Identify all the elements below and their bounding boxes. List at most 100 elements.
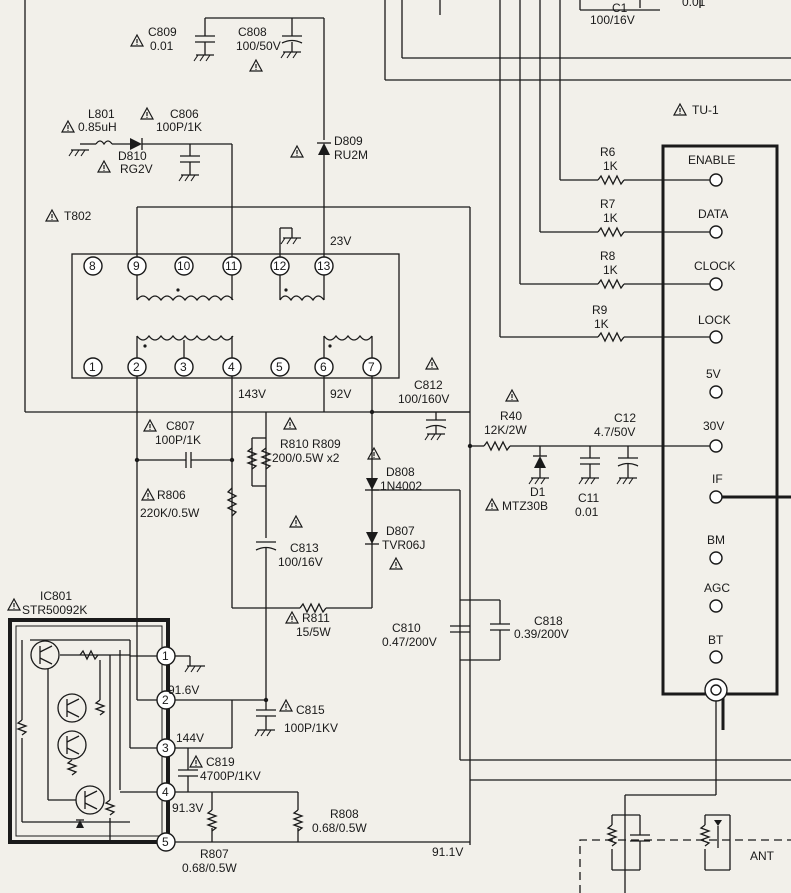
- t802-pin-3: 3: [180, 360, 187, 374]
- c818-ref: C818: [534, 614, 563, 628]
- r6-ref: R6: [600, 145, 616, 159]
- v144: 144V: [176, 731, 204, 745]
- d809-value: RU2M: [334, 148, 368, 162]
- r806-ref: R806: [157, 488, 186, 502]
- c12-ref: C12: [614, 411, 636, 425]
- ic801-part: STR50092K: [22, 603, 87, 617]
- r808-ref: R808: [330, 807, 359, 821]
- c1-capacitor: C1 100/16V 0.01: [590, 0, 706, 27]
- r7-ref: R7: [600, 197, 616, 211]
- d1-value: MTZ30B: [502, 499, 548, 513]
- c807-ref: C807: [166, 419, 195, 433]
- tuner-pin-bt: BT: [708, 633, 724, 647]
- ic-pin-1: 1: [162, 649, 169, 663]
- c812-value: 100/160V: [398, 392, 449, 406]
- r810-r809-value: 200/0.5W x2: [272, 451, 340, 465]
- t802-pin-5: 5: [276, 360, 283, 374]
- d808-ref: D808: [386, 465, 415, 479]
- r6-value: 1K: [603, 159, 618, 173]
- d1-ref: D1: [530, 485, 546, 499]
- v91-1: 91.1V: [432, 845, 463, 859]
- c819-value: 4700P/1KV: [200, 769, 261, 783]
- ic801-pins: 1 2 3 4 5: [156, 646, 176, 852]
- partial-top-value: 0.01: [682, 0, 706, 9]
- l801-ref: L801: [88, 107, 115, 121]
- tuner-pin-enable: ENABLE: [688, 153, 735, 167]
- tuner-pin-5v: 5V: [706, 367, 721, 381]
- tuner-pin-if: IF: [712, 472, 723, 486]
- t802-pin-12: 12: [273, 259, 287, 273]
- c809-ref: C809: [148, 25, 177, 39]
- t802-pin-7: 7: [368, 360, 375, 374]
- r9-value: 1K: [594, 317, 609, 331]
- l801-value: 0.85uH: [78, 120, 117, 134]
- r810-r809-ref: R810 R809: [280, 437, 341, 451]
- t802-pin-4: 4: [228, 360, 235, 374]
- v23: 23V: [330, 234, 351, 248]
- v91-6: 91.6V: [168, 683, 199, 697]
- c812-ref: C812: [414, 378, 443, 392]
- c819-ref: C819: [206, 755, 235, 769]
- c807-value: 100P/1K: [155, 433, 201, 447]
- c818-value: 0.39/200V: [514, 627, 569, 641]
- v143: 143V: [238, 387, 266, 401]
- r808-value: 0.68/0.5W: [312, 821, 367, 835]
- c11-value: 0.01: [575, 505, 599, 519]
- t802-pin-2: 2: [133, 360, 140, 374]
- ic-pin-5: 5: [162, 835, 169, 849]
- t802-ref: T802: [64, 209, 92, 223]
- d808-value: 1N4002: [380, 479, 422, 493]
- v92: 92V: [330, 387, 351, 401]
- c12-value: 4.7/50V: [594, 425, 635, 439]
- t802-pin-11: 11: [225, 259, 238, 273]
- c808-value: 100/50V: [236, 39, 281, 53]
- r806-value: 220K/0.5W: [140, 506, 200, 520]
- tuner-pins: ENABLE DATA CLOCK LOCK 5V 30V IF BM AGC …: [688, 153, 735, 664]
- t802-pin-9: 9: [133, 259, 140, 273]
- c815-ref: C815: [296, 703, 325, 717]
- c808-ref: C808: [238, 25, 267, 39]
- c806-ref: C806: [170, 107, 199, 121]
- v91-3: 91.3V: [172, 801, 203, 815]
- ic-pin-3: 3: [162, 741, 169, 755]
- tuner-pin-bm: BM: [707, 533, 725, 547]
- c810-ref: C810: [392, 621, 421, 635]
- tuner-pin-agc: AGC: [704, 581, 730, 595]
- t802-pin-1: 1: [89, 360, 96, 374]
- ant-label: ANT: [750, 849, 775, 863]
- r807-value: 0.68/0.5W: [182, 861, 237, 875]
- r807-ref: R807: [200, 847, 229, 861]
- d810-value: RG2V: [120, 162, 153, 176]
- d807-value: TVR06J: [382, 538, 425, 552]
- c809-value: 0.01: [150, 39, 174, 53]
- r811-ref: R811: [302, 611, 330, 625]
- c810-value: 0.47/200V: [382, 635, 437, 649]
- d807-ref: D807: [386, 524, 415, 538]
- r8-ref: R8: [600, 249, 616, 263]
- c813-ref: C813: [290, 541, 319, 555]
- t802-pin-10: 10: [177, 259, 191, 273]
- tuner-pin-data: DATA: [698, 207, 728, 221]
- ic-pin-2: 2: [162, 693, 169, 707]
- c1-value: 100/16V: [590, 13, 635, 27]
- c815-value: 100P/1KV: [284, 721, 338, 735]
- tuner-pin-lock: LOCK: [698, 313, 731, 327]
- t802-pin-13: 13: [317, 259, 331, 273]
- r40-ref: R40: [500, 409, 522, 423]
- t802-bottom-pins: 1 2 3 4 5 6 7: [83, 357, 382, 377]
- tuner-pin-clock: CLOCK: [694, 259, 735, 273]
- t802-top-pins: 8 9 10 11 12 13: [83, 256, 334, 276]
- c11-ref: C11: [578, 491, 599, 505]
- c813-value: 100/16V: [278, 555, 323, 569]
- d809-ref: D809: [334, 134, 363, 148]
- r7-value: 1K: [603, 211, 618, 225]
- d810-ref: D810: [118, 149, 147, 163]
- tuner-pin-30v: 30V: [703, 419, 724, 433]
- r811-value: 15/5W: [296, 625, 331, 639]
- r8-value: 1K: [603, 263, 618, 277]
- t802-pin-8: 8: [89, 259, 96, 273]
- ic-pin-4: 4: [162, 785, 169, 799]
- r40-value: 12K/2W: [484, 423, 527, 437]
- c806-value: 100P/1K: [156, 120, 202, 134]
